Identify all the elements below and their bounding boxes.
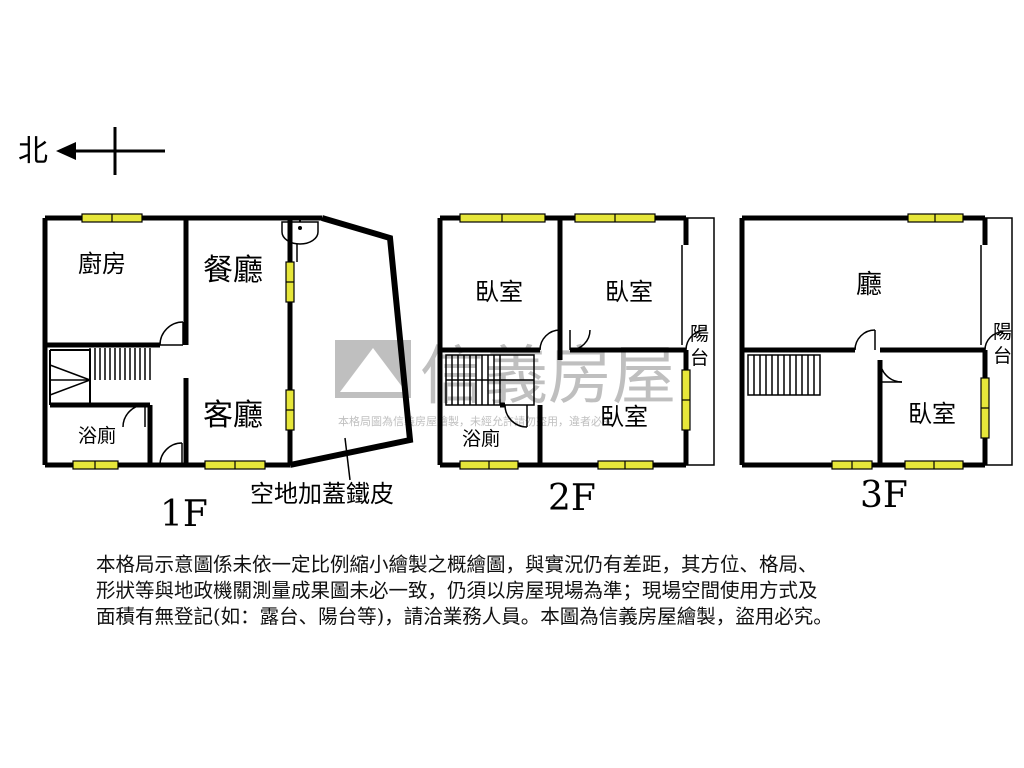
- room-dining: 餐廳: [203, 253, 263, 288]
- annex-annotation: 空地加蓋鐵皮: [250, 480, 394, 508]
- room-bath-2f: 浴廁: [462, 427, 500, 450]
- compass-label: 北: [18, 134, 48, 169]
- room-bath: 浴廁: [78, 424, 116, 447]
- labels-3f: 廳 臥室 陽 台 3F: [856, 270, 1012, 516]
- room-hall: 廳: [856, 270, 882, 300]
- room-bedroom-3f: 臥室: [908, 400, 956, 428]
- floor-3f: [739, 215, 1013, 468]
- room-bedroom-1: 臥室: [475, 278, 523, 306]
- windows-1f: [72, 213, 295, 470]
- disclaimer-line-3: 面積有無登記(如：露台、陽台等)，請洽業務人員。本圖為信義房屋繪製，盜用必究。: [96, 605, 833, 628]
- disclaimer-line-2: 形狀等與地政機關測量成果圖未必一致，仍須以房屋現場為準；現場空間使用方式及: [96, 579, 818, 602]
- disclaimer-note: 本格局示意圖係未依一定比例縮小繪製之概繪圖，與實況仍有差距，其方位、格局、 形狀…: [96, 552, 936, 630]
- labels-1f: 廚房 餐廳 客廳 浴廁 1F 空地加蓋鐵皮: [78, 250, 394, 535]
- disclaimer-line-1: 本格局示意圖係未依一定比例縮小繪製之概繪圖，與實況仍有差距，其方位、格局、: [96, 553, 818, 576]
- floor-label-1f: 1F: [160, 494, 208, 535]
- room-bedroom-2: 臥室: [605, 278, 653, 306]
- floor-label-3f: 3F: [860, 475, 908, 516]
- balcony-label-2f-1: 陽: [690, 323, 709, 345]
- labels-2f: 臥室 臥室 臥室 浴廁 陽 台 2F: [462, 278, 709, 519]
- windows-2f: [459, 213, 691, 470]
- north-compass: 北: [18, 127, 165, 175]
- north-arrow-icon: [56, 142, 76, 160]
- balcony-label-3f-2: 台: [993, 345, 1012, 367]
- room-bedroom-3: 臥室: [600, 403, 648, 431]
- watermark-small-text: 本格局圖為信義房屋繪製，未經允許請勿盜用，違者必究: [338, 414, 613, 428]
- annotation-leader: [344, 437, 351, 481]
- balcony-label-2f-2: 台: [690, 347, 709, 369]
- room-kitchen: 廚房: [78, 250, 126, 278]
- windows-3f: [831, 213, 990, 470]
- floor-label-2f: 2F: [548, 478, 596, 519]
- balcony-label-3f-1: 陽: [993, 321, 1012, 343]
- room-living: 客廳: [203, 398, 263, 433]
